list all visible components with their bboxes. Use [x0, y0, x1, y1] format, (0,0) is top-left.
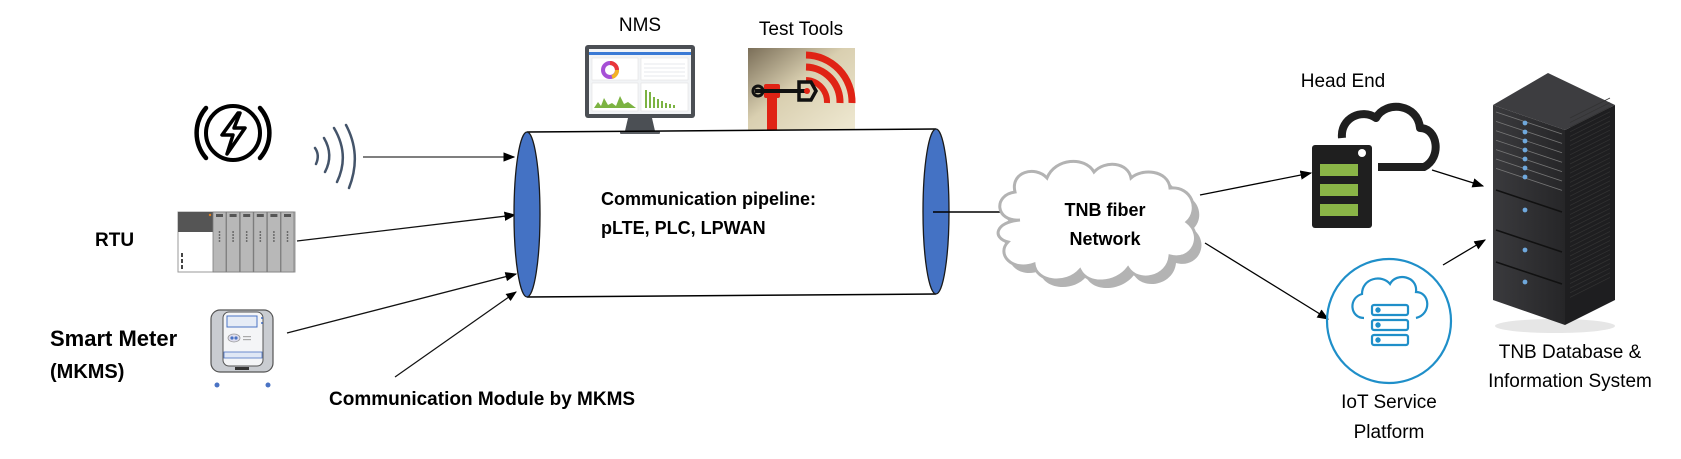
rack-led: [1522, 207, 1528, 213]
iot-platform-label-line1: IoT Service: [1341, 392, 1437, 413]
cloud-server-icon: [1312, 102, 1440, 228]
rack-led: [1522, 165, 1528, 171]
rtu-slot: [253, 211, 268, 273]
network-label: TNB fiber Network: [1065, 196, 1146, 254]
pipeline-label-line1: Communication pipeline:: [601, 189, 817, 209]
rack-led: [1522, 147, 1528, 153]
smart-meter-sublabel: (MKMS): [50, 361, 125, 383]
rtu-label: RTU: [95, 230, 135, 251]
rack-led: [1522, 247, 1528, 253]
nms-label: NMS: [618, 15, 662, 36]
rack-led: [1522, 156, 1528, 162]
nms-monitor-icon: [585, 45, 695, 134]
server-rack-icon: [1493, 73, 1615, 333]
network-label-line1: TNB fiber: [1064, 200, 1146, 220]
database-label-line2: Information System: [1488, 371, 1652, 392]
pipeline-label-line2: pLTE, PLC, LPWAN: [601, 218, 766, 238]
rack-led: [1522, 174, 1528, 180]
rtu-slot: [266, 211, 281, 273]
cloud-icon: [996, 159, 1202, 289]
rack-led: [1522, 138, 1528, 144]
test-tools-label: Test Tools: [758, 19, 844, 40]
test-tools-icon: [748, 48, 856, 130]
connector-network-iot: [1204, 242, 1329, 320]
head-end-label: Head End: [1300, 71, 1386, 92]
comm-module-label: Communication Module by MKMS: [329, 389, 636, 410]
rtu-rack-icon: [177, 211, 296, 273]
connector-iot-database: [1442, 239, 1487, 266]
communication-pipeline: [513, 128, 950, 298]
connector-comm-module-pipeline: [394, 291, 517, 378]
database-label: TNB Database & Information System: [1488, 338, 1652, 396]
rtu-slot: [212, 211, 227, 273]
rtu-slot: [239, 211, 254, 273]
connector-network-head-end: [1199, 170, 1313, 196]
connector-head-end-database: [1431, 169, 1485, 188]
iot-platform-label-line2: Platform: [1353, 422, 1425, 443]
connector-meter-pipeline: [286, 272, 518, 334]
lightning-bolt-icon: [194, 104, 272, 162]
rtu-slot: [226, 211, 241, 273]
iot-cloud-server-icon: [1325, 257, 1453, 385]
connector-rtu-pipeline: [296, 211, 517, 242]
rack-led: [1522, 279, 1528, 285]
rack-led: [1522, 120, 1528, 126]
pipeline-left-end: [513, 131, 541, 298]
database-label-line1: TNB Database &: [1498, 342, 1642, 363]
network-label-line2: Network: [1069, 229, 1141, 249]
smart-meter-label: Smart Meter: [50, 326, 178, 351]
smart-meter-icon: [210, 309, 274, 388]
pipeline-label: Communication pipeline: pLTE, PLC, LPWAN: [601, 185, 816, 243]
rack-led: [1522, 129, 1528, 135]
iot-platform-label: IoT Service Platform: [1341, 388, 1437, 448]
rtu-slot: [280, 211, 295, 273]
wireless-signal-icon: [313, 123, 357, 190]
